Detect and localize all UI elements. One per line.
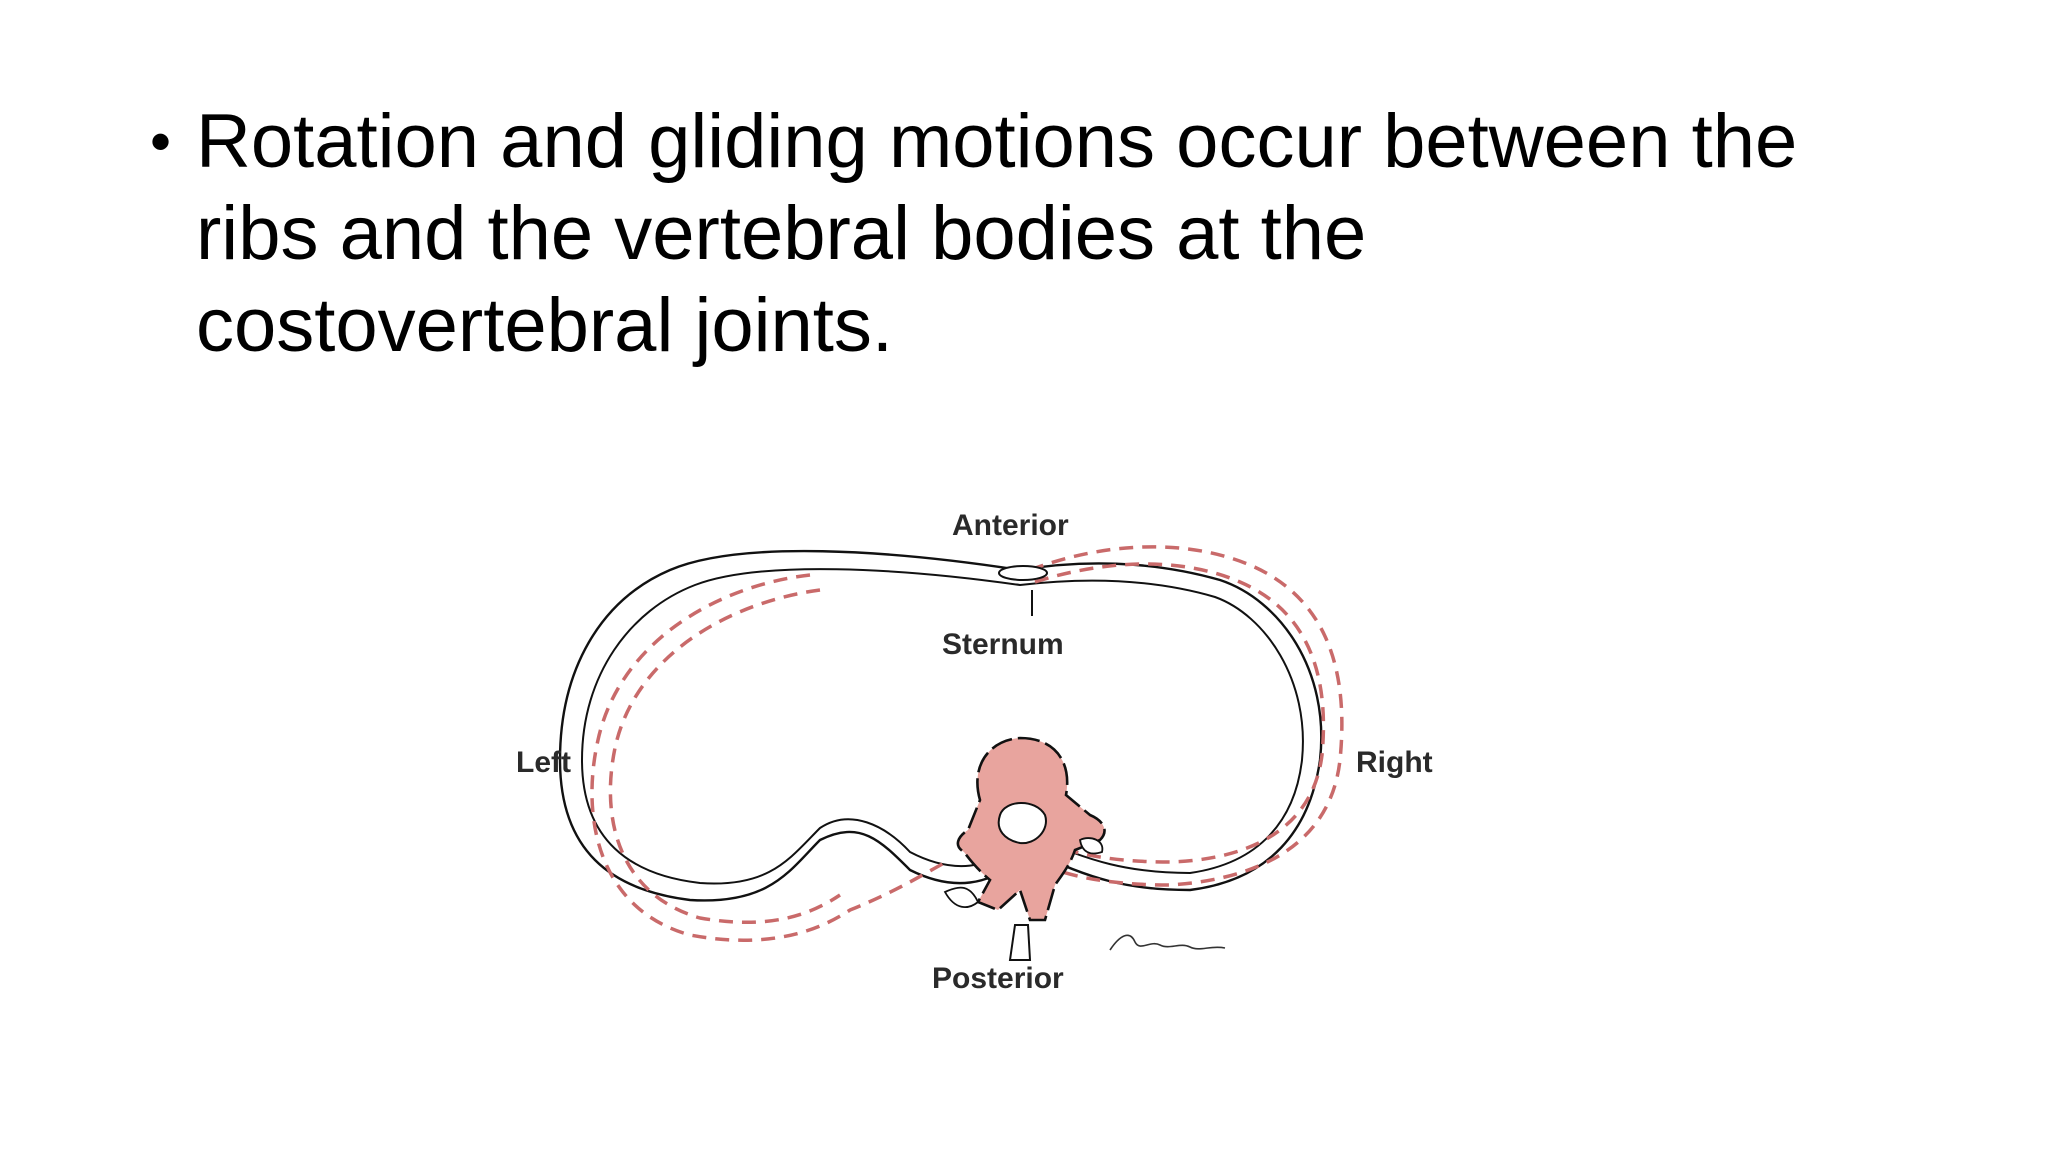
rib-outline-inner: [580, 568, 1304, 885]
rib-outline-outer: [558, 549, 1323, 902]
label-left: Left: [516, 746, 571, 779]
label-right: Right: [1356, 746, 1433, 779]
rib-cage-diagram: Anterior Sternum Left Right Posterior: [516, 509, 1433, 995]
artist-signature: [1109, 934, 1226, 951]
rib-motion-dashed-outer: [590, 545, 1344, 942]
vertebra: [943, 736, 1106, 961]
bullet-line-2: ribs and the vertebral bodies at the: [196, 191, 1367, 276]
bullet-point: • Rotation and gliding motions occur bet…: [150, 96, 1950, 372]
bullet-line-3: costovertebral joints.: [196, 283, 893, 368]
bullet-marker: •: [150, 108, 172, 175]
bullet-line-1: Rotation and gliding motions occur betwe…: [196, 99, 1798, 184]
label-posterior: Posterior: [932, 962, 1064, 995]
sternum-shape: [998, 565, 1048, 581]
bullet-text: Rotation and gliding motions occur betwe…: [196, 96, 1797, 372]
rib-motion-dashed-inner: [608, 562, 1326, 925]
label-anterior: Anterior: [952, 509, 1069, 542]
label-sternum: Sternum: [942, 628, 1064, 661]
